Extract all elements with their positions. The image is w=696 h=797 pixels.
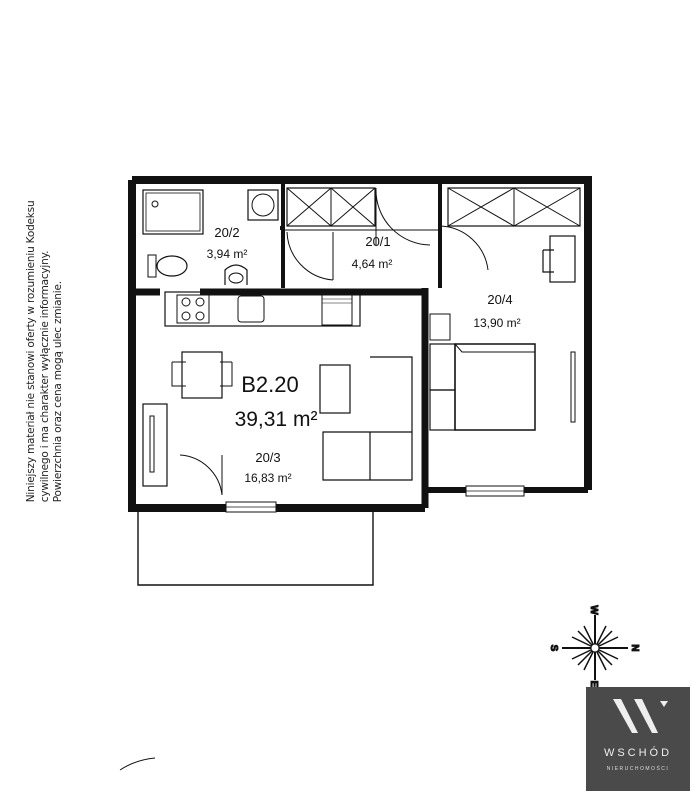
apartment-area: 39,31 m² [235, 408, 318, 431]
svg-text:W: W [588, 605, 599, 615]
room-area: 16,83 m² [244, 471, 291, 485]
logo-name: WSCHÓD [603, 747, 673, 759]
compass-icon: N S E W [548, 605, 641, 688]
sink [224, 264, 248, 285]
kitchen-counter [164, 291, 361, 327]
bed [454, 343, 536, 431]
apartment-id: B2.20 [241, 372, 299, 397]
shower [142, 189, 204, 235]
svg-text:E: E [588, 681, 599, 688]
room-number: 20/1 [365, 234, 390, 249]
svg-text:S: S [548, 645, 559, 652]
washing-machine [247, 189, 279, 221]
logo-w-icon [613, 699, 668, 733]
room-area: 4,64 m² [352, 257, 393, 271]
logo-subtitle: NIERUCHOMOŚCI [606, 766, 670, 772]
company-logo: WSCHÓD NIERUCHOMOŚCI [586, 687, 690, 791]
kitchen-sink [237, 295, 265, 323]
room-area: 13,90 m² [473, 316, 520, 330]
toilet [156, 255, 188, 277]
balcony [137, 512, 374, 586]
room-area: 3,94 m² [207, 247, 248, 261]
outer-wall [128, 176, 592, 512]
room-number: 20/2 [214, 225, 239, 240]
fridge [321, 294, 353, 326]
svg-text:N: N [629, 644, 640, 651]
sofa [322, 356, 413, 481]
dining-table [181, 351, 223, 399]
room-number: 20/4 [487, 292, 512, 307]
desk [549, 235, 576, 283]
room-number: 20/3 [255, 450, 280, 465]
